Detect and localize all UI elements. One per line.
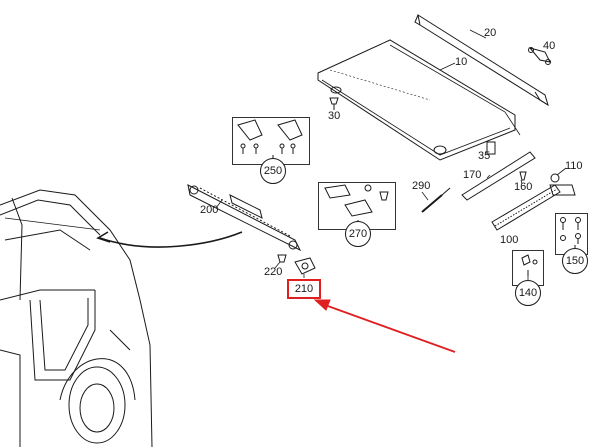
bracket-40 bbox=[528, 47, 551, 65]
group-250-parts bbox=[237, 119, 303, 162]
group-label-250: 250 bbox=[260, 158, 286, 184]
rail-100 bbox=[491, 184, 561, 231]
callout-100: 100 bbox=[500, 234, 519, 246]
callout-10: 10 bbox=[455, 56, 468, 68]
highlighted-callout-210: 210 bbox=[287, 279, 321, 299]
callout-220: 220 bbox=[264, 266, 283, 278]
group-270-parts bbox=[324, 184, 389, 225]
strut-290 bbox=[421, 187, 451, 213]
part-35 bbox=[486, 141, 496, 155]
roof-rail-200 bbox=[187, 184, 302, 252]
rail-20 bbox=[414, 13, 549, 107]
callout-160: 160 bbox=[514, 181, 533, 193]
callout-35: 35 bbox=[478, 150, 491, 162]
van-illustration bbox=[0, 189, 153, 447]
callout-20: 20 bbox=[484, 27, 497, 39]
part-110 bbox=[549, 173, 576, 196]
callout-290: 290 bbox=[412, 180, 431, 192]
group-label-270: 270 bbox=[345, 221, 371, 247]
part-160 bbox=[519, 171, 527, 181]
roof-panel bbox=[317, 39, 521, 161]
group-label-150: 150 bbox=[562, 248, 588, 274]
group-140-parts bbox=[521, 254, 538, 276]
callout-110: 110 bbox=[565, 160, 583, 172]
callout-170: 170 bbox=[463, 169, 482, 181]
part-210 bbox=[294, 257, 316, 275]
red-arrow bbox=[313, 299, 456, 353]
callout-40: 40 bbox=[543, 40, 556, 52]
part-220 bbox=[277, 254, 287, 263]
callout-200: 200 bbox=[200, 204, 219, 216]
callout-30: 30 bbox=[328, 110, 341, 122]
group-label-140: 140 bbox=[515, 280, 541, 306]
strip-170 bbox=[461, 151, 536, 201]
